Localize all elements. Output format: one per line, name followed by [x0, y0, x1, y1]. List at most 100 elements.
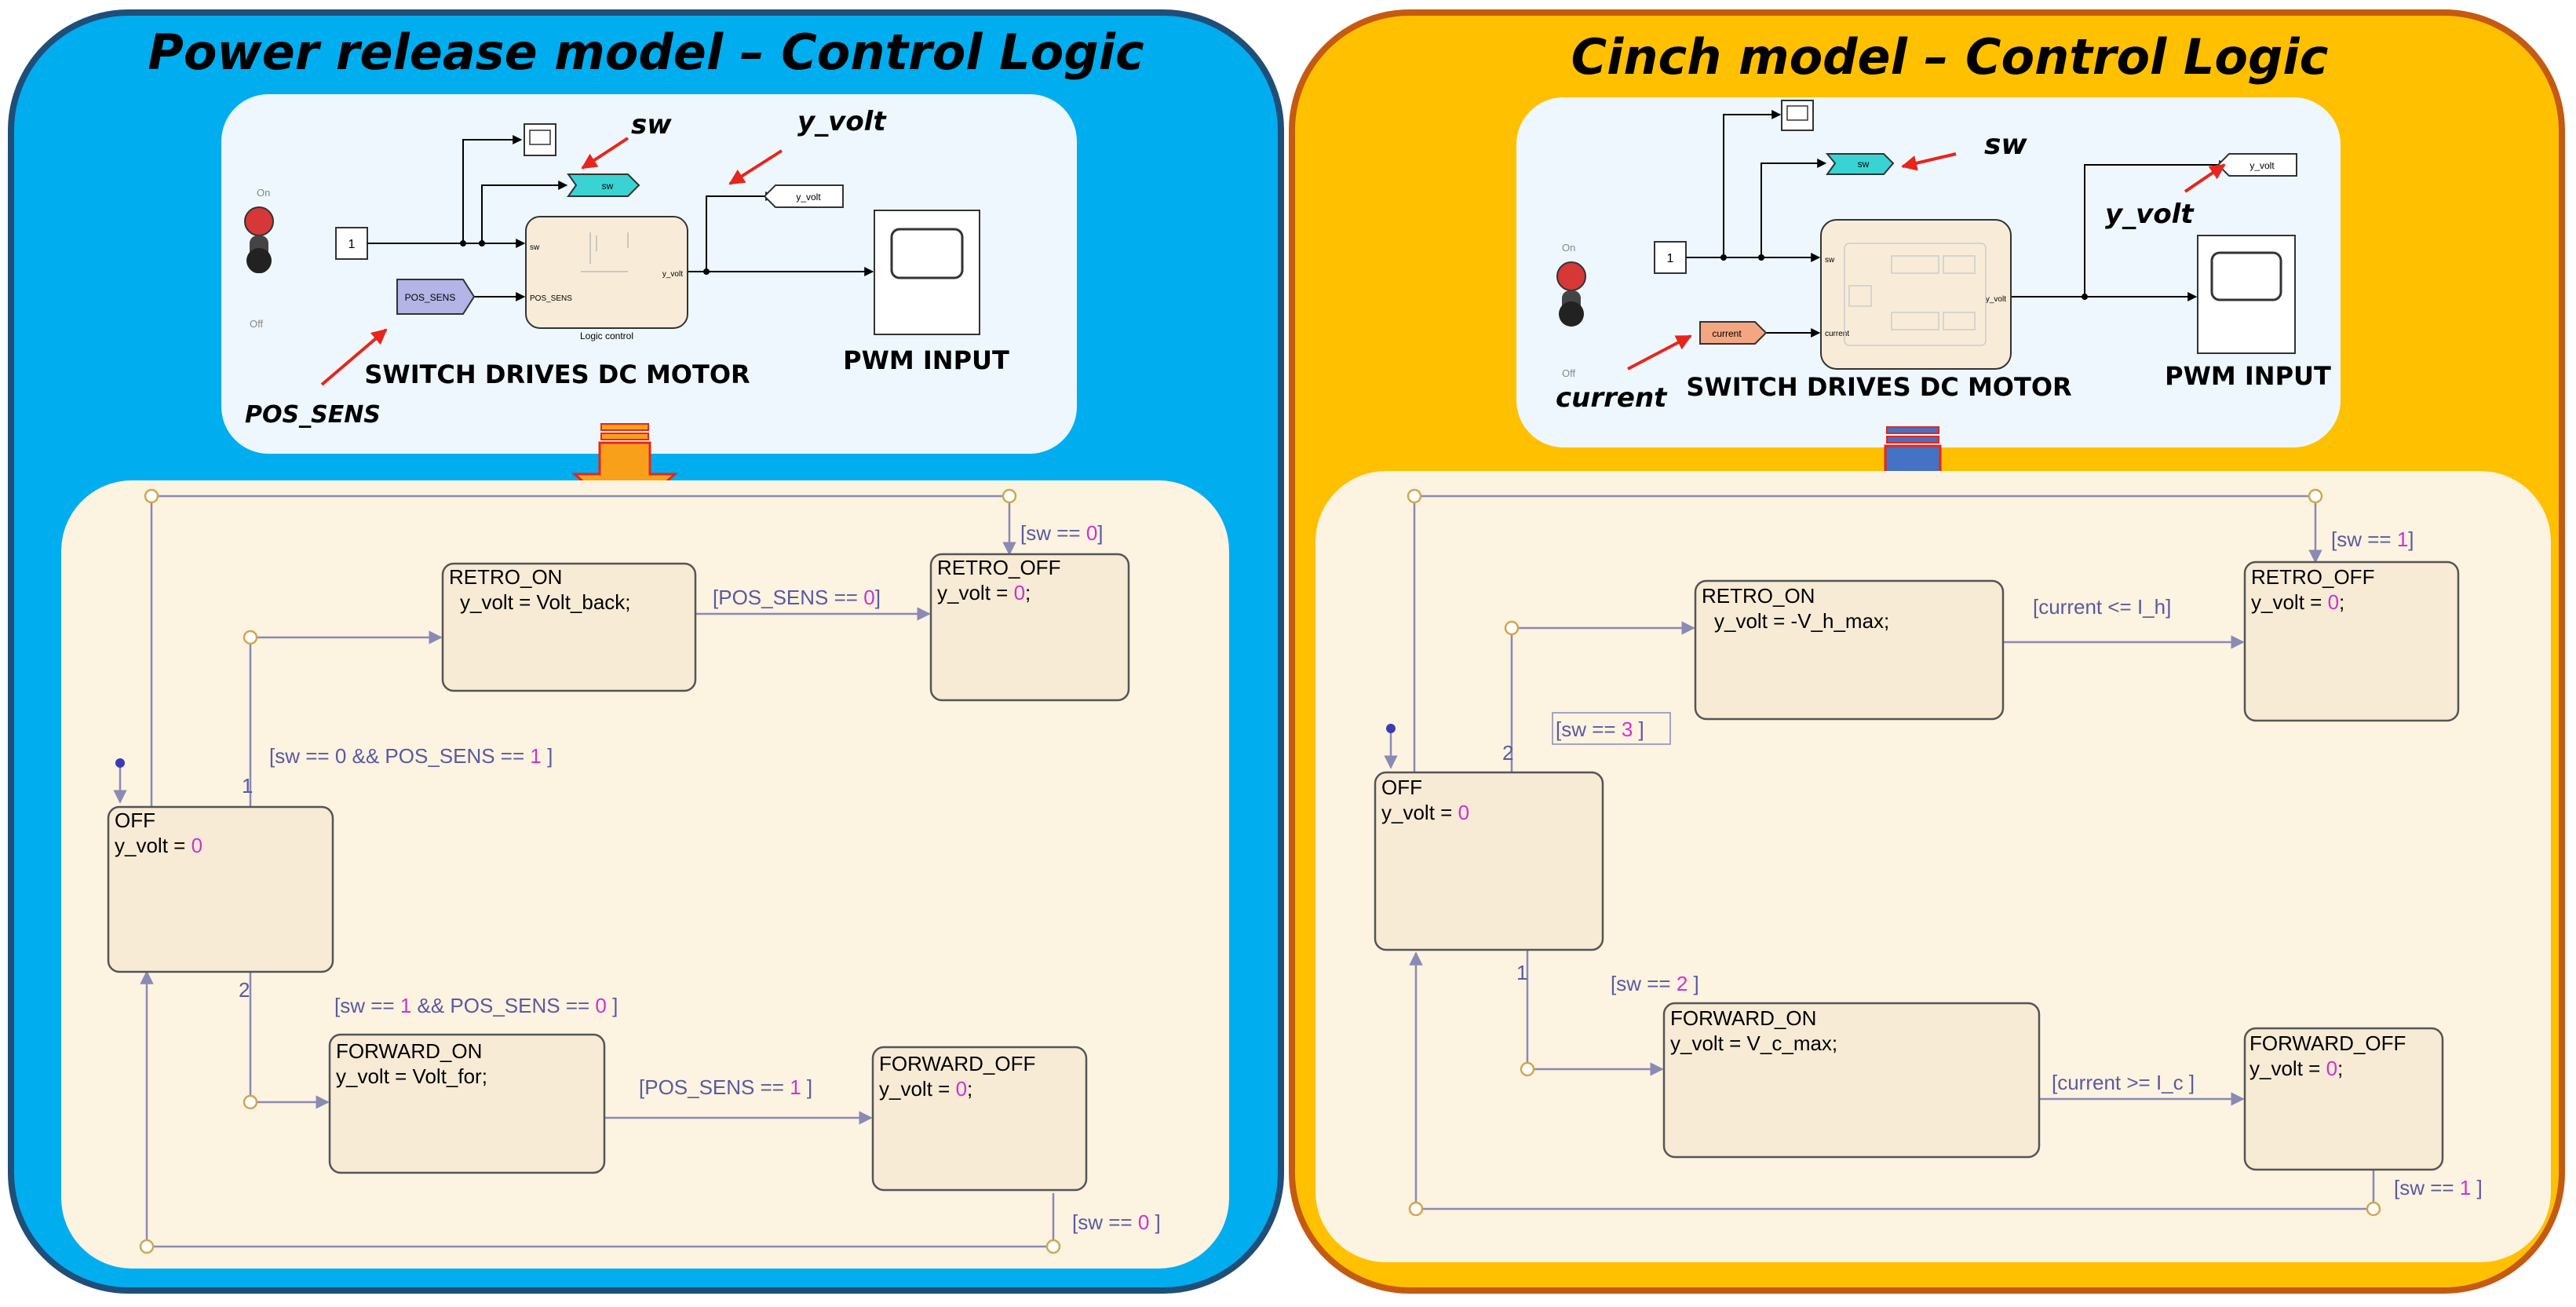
left-guard-sw0-bot-b: 0 [1138, 1210, 1149, 1234]
right-state-off[interactable]: OFF y_volt = 0 [1374, 771, 1604, 951]
left-state-retro-on[interactable]: RETRO_ON y_volt = Volt_back; [441, 562, 697, 692]
left-state-forward-off[interactable]: FORWARD_OFF y_volt = 0; [871, 1046, 1088, 1192]
right-annot-y-volt-arrow [2184, 163, 2226, 193]
left-caption-switch: SWITCH DRIVES DC MOTOR [364, 360, 750, 389]
right-toggle-switch[interactable]: On Off [1556, 242, 1586, 379]
left-caption-pwm: PWM INPUT [843, 345, 1009, 375]
right-annot-current-arrow [1627, 334, 1692, 371]
right-goto-sw-label: sw [1858, 159, 1870, 170]
left-guard-retro-c: ] [542, 744, 553, 768]
left-goto-y-volt-label: y_volt [796, 192, 821, 203]
left-junction-2 [479, 240, 485, 246]
right-guard-sw3: [sw == 3 ] [1556, 717, 1644, 741]
right-annot-sw: sw [1984, 129, 2027, 161]
right-guard-sw1-bottom: [sw == 1 ] [2394, 1176, 2483, 1199]
right-logic-control-block[interactable] [1820, 219, 2012, 370]
right-guard-sw1-top-c: ] [2408, 528, 2414, 551]
right-goto-sw[interactable] [1825, 153, 1895, 175]
right-guard-sw3-a: [sw == [1556, 717, 1622, 741]
right-fwd-off-act-text: y_volt = [2249, 1057, 2326, 1080]
right-from-current[interactable] [1699, 321, 1768, 345]
left-default-transition-dot [115, 758, 125, 768]
left-toggle-switch[interactable]: On Off [244, 187, 274, 330]
left-logic-thumbnail [581, 232, 629, 272]
left-guard-pos0: [POS_SENS == 0] [713, 586, 881, 609]
left-junction-1 [460, 240, 466, 246]
right-state-retro-off-name: RETRO_OFF [2251, 565, 2374, 589]
right-state-forward-on[interactable]: FORWARD_ON y_volt = V_c_max; [1662, 1002, 2041, 1159]
right-guard-sw1-top-b: 1 [2397, 528, 2408, 551]
right-guard-sw3-b: 3 [1622, 717, 1633, 741]
left-guard-sw0-top: [sw == 0] [1020, 521, 1104, 545]
left-goto-sw-label: sw [602, 181, 614, 192]
left-guard-sw0-bot-a: [sw == [1072, 1210, 1138, 1234]
right-guard-current-ge: [current >= I_c ] [2052, 1071, 2195, 1094]
right-state-retro-off[interactable]: RETRO_OFF y_volt = 0; [2243, 560, 2460, 722]
right-fwd-off-act-semi: ; [2337, 1057, 2343, 1080]
right-state-off-name: OFF [1381, 776, 1422, 799]
left-panel: Power release model – Control Logic On O… [8, 9, 1284, 1294]
left-junctions [139, 488, 1061, 1254]
left-state-forward-on-name: FORWARD_ON [336, 1039, 482, 1063]
left-port-y-volt: y_volt [662, 270, 683, 279]
right-priority-2: 2 [1502, 741, 1513, 765]
right-retro-off-act-value: 0 [2328, 590, 2339, 614]
left-constant-block[interactable] [335, 227, 368, 260]
left-fwd-off-act-text: y_volt = [879, 1077, 956, 1101]
left-guard-pos0-a: [POS_SENS == [713, 586, 863, 609]
right-state-retro-on[interactable]: RETRO_ON y_volt = -V_h_max; [1694, 579, 2005, 721]
right-state-off-act-value: 0 [1458, 801, 1469, 824]
left-fwd-off-act-value: 0 [956, 1077, 967, 1101]
right-guard-current-le: [current <= I_h] [2033, 595, 2171, 619]
right-state-retro-on-name: RETRO_ON [1702, 584, 1815, 608]
left-state-retro-on-name: RETRO_ON [449, 565, 562, 589]
left-guard-retro-a: [sw == 0 && POS_SENS == [269, 744, 530, 768]
right-port-current: current [1825, 330, 1849, 338]
right-state-forward-off[interactable]: FORWARD_OFF y_volt = 0; [2243, 1027, 2444, 1171]
left-guard-pos1-a: [POS_SENS == [639, 1075, 790, 1099]
right-goto-y-volt[interactable] [2217, 153, 2297, 177]
left-from-pos-sens[interactable] [396, 279, 476, 315]
right-guard-sw2-a: [sw == [1611, 972, 1677, 995]
left-state-forward-on[interactable]: FORWARD_ON y_volt = Volt_for; [328, 1033, 606, 1174]
left-guard-fwd-d: 0 [595, 994, 606, 1017]
left-state-retro-off[interactable]: RETRO_OFF y_volt = 0; [929, 553, 1130, 702]
left-goto-sw[interactable] [567, 173, 640, 197]
left-annot-sw: sw [631, 109, 672, 141]
left-logic-control-block[interactable] [525, 216, 688, 329]
left-goto-y-volt[interactable] [763, 184, 844, 208]
right-statechart-area [1315, 471, 2551, 1262]
right-junction-1 [1720, 254, 1727, 261]
right-panel: Cinch model – Control Logic On Off 1 sw [1289, 9, 2565, 1294]
left-retro-off-act-value: 0 [1014, 581, 1025, 604]
right-switch-on-label: On [1562, 242, 1575, 254]
left-state-off[interactable]: OFF y_volt = 0 [107, 805, 334, 973]
left-guard-fwd-b: 1 [400, 994, 411, 1017]
right-state-retro-off-action: y_volt = 0; [2251, 590, 2344, 614]
left-state-off-action: y_volt = 0 [115, 834, 203, 857]
left-wires [367, 135, 874, 301]
right-state-forward-on-name: FORWARD_ON [1670, 1006, 1816, 1030]
right-constant-block[interactable] [1654, 241, 1687, 274]
left-annot-pos-sens: POS_SENS [245, 401, 381, 429]
right-switch-off-label: Off [1562, 367, 1575, 379]
left-junction-3 [703, 268, 710, 275]
left-guards: [sw == 0 && POS_SENS == 1 ] [POS_SENS ==… [239, 521, 1161, 1234]
right-priority-1: 1 [1516, 961, 1527, 984]
right-state-off-action: y_volt = 0 [1381, 801, 1469, 824]
right-guard-sw3-c: ] [1633, 717, 1644, 741]
right-guards: [sw == 3 ] [current <= I_h] [sw == 1] [s… [1502, 528, 2483, 1199]
left-state-forward-off-name: FORWARD_OFF [879, 1052, 1035, 1075]
left-switch-base [246, 248, 272, 273]
left-guard-pos1: [POS_SENS == 1 ] [639, 1075, 812, 1099]
left-guard-forward: [sw == 1 && POS_SENS == 0 ] [334, 994, 618, 1017]
left-state-off-act-text: y_volt = [115, 834, 192, 857]
right-default-transition-dot [1386, 724, 1396, 733]
left-guard-pos1-c: ] [801, 1075, 812, 1099]
left-port-sw: sw [530, 243, 540, 252]
right-state-off-act-text: y_volt = [1381, 801, 1458, 824]
right-junction-3 [2082, 294, 2088, 300]
right-guard-sw2-c: ] [1688, 972, 1698, 995]
right-guard-sw2-b: 2 [1677, 972, 1688, 995]
